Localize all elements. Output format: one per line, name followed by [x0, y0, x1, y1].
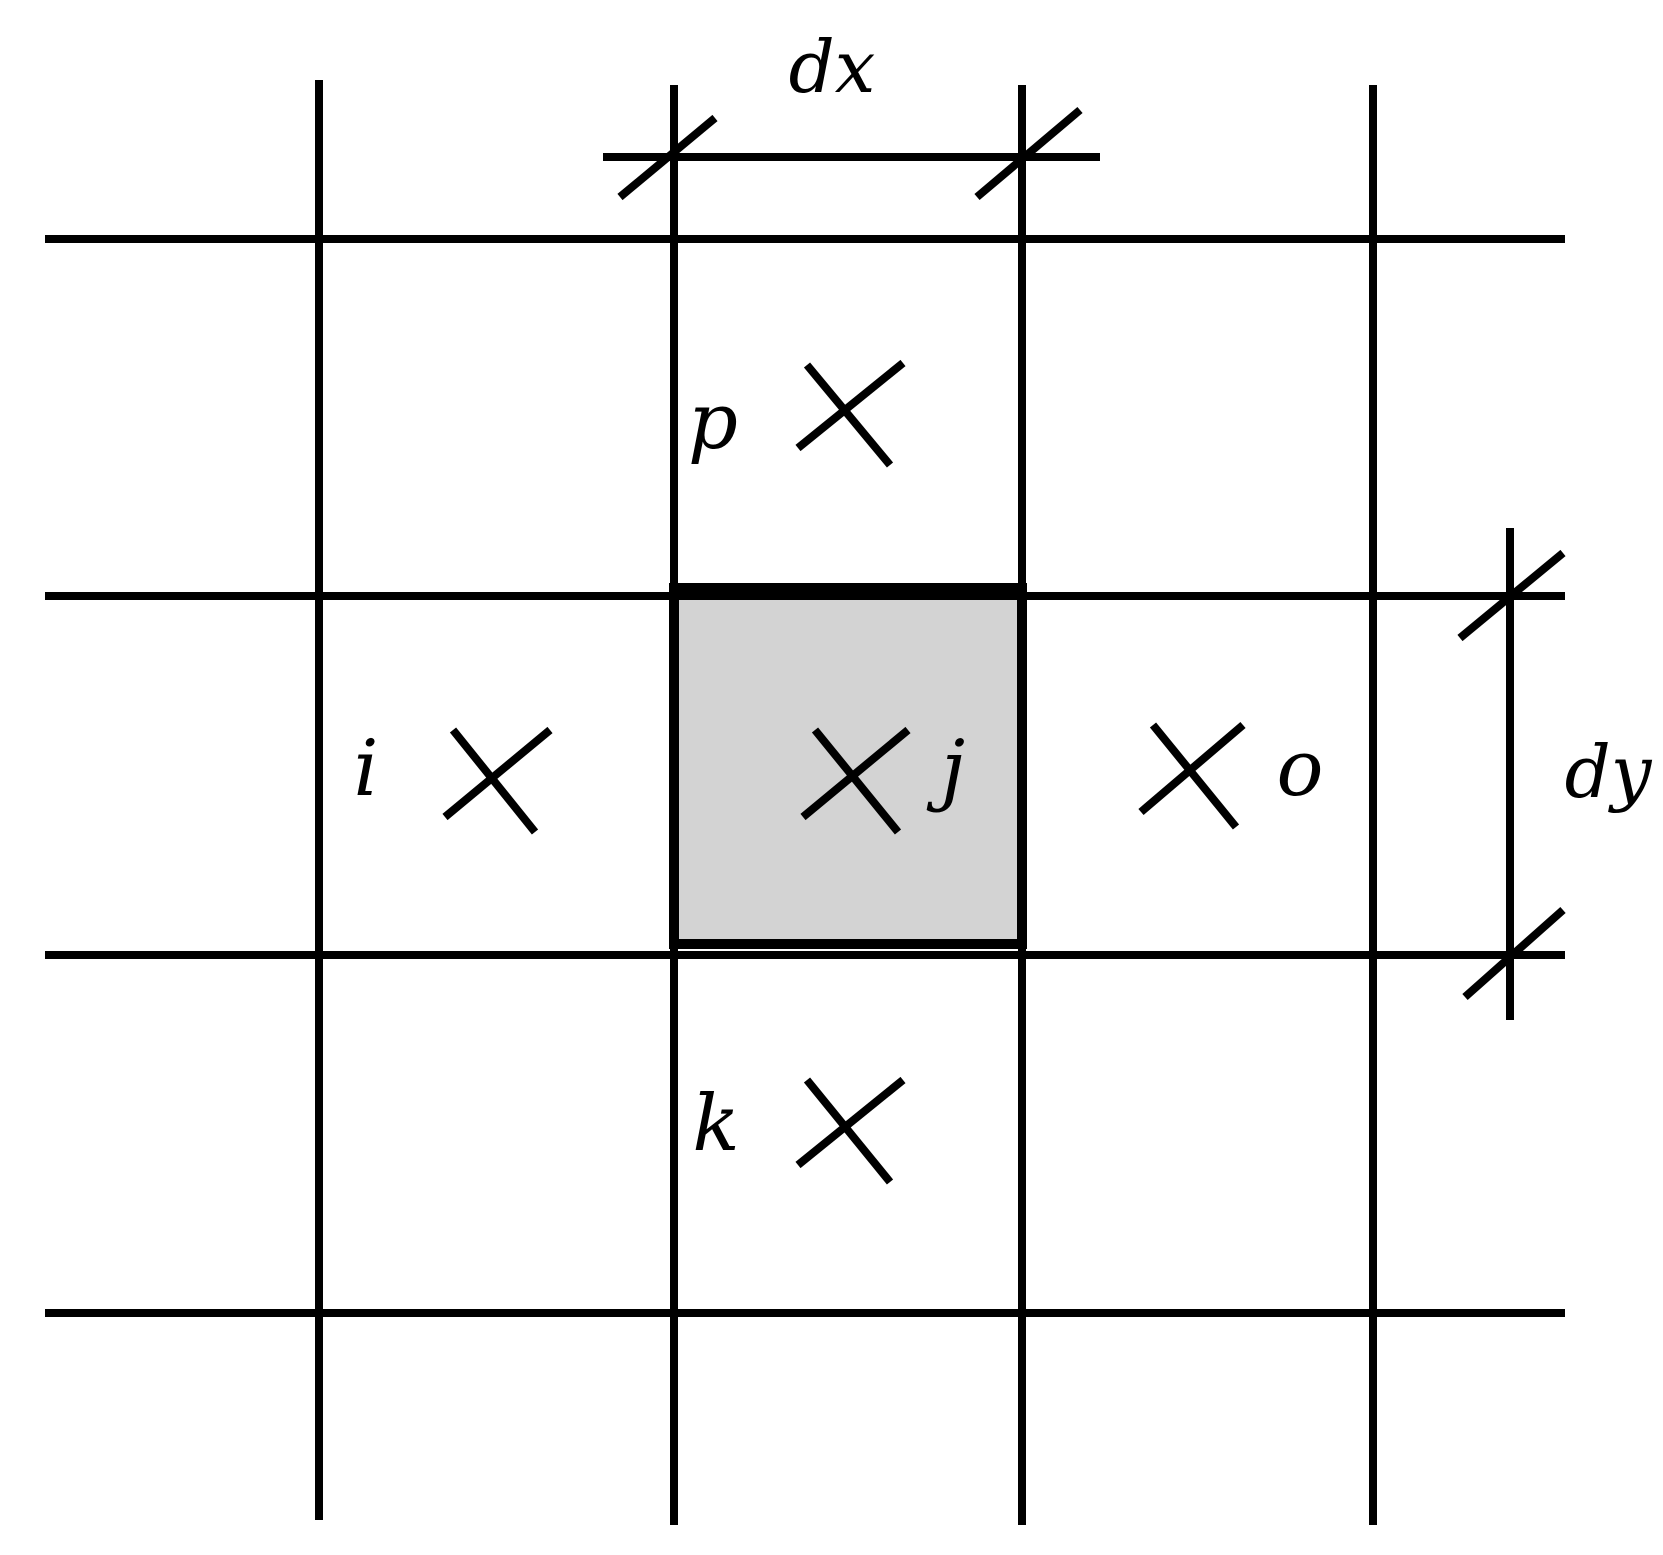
cell-label-p: p: [688, 377, 738, 467]
cross-marker-o: [1138, 721, 1246, 830]
dx-tick-left: [617, 114, 718, 201]
cross-marker-k: [795, 1076, 906, 1185]
cell-label-k: k: [692, 1079, 739, 1169]
dx-dimension: [603, 106, 1100, 201]
cell-label-o: o: [1277, 724, 1324, 814]
dx-label: dx: [789, 25, 876, 109]
cross-marker-p: [795, 359, 906, 468]
center-cell-border: [669, 583, 1027, 949]
dy-dimension: [1457, 528, 1566, 1020]
cell-label-i: i: [354, 724, 379, 814]
cross-marker-j: [800, 726, 911, 835]
dy-label: dy: [1565, 730, 1653, 814]
dy-tick-bottom: [1462, 907, 1566, 1000]
dx-tick-right: [974, 106, 1083, 201]
cross-marker-i: [442, 726, 553, 835]
dy-tick-top: [1457, 549, 1566, 642]
